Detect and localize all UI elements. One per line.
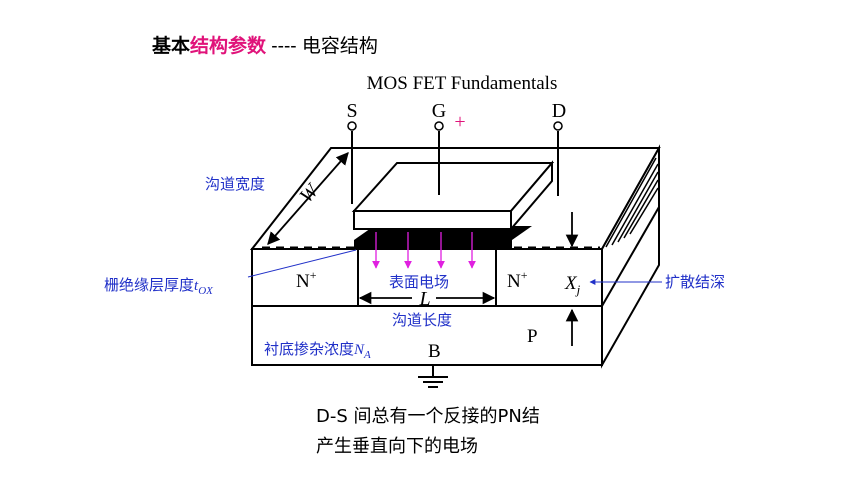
side-hatching [605,157,659,248]
drain-label: D [552,100,566,122]
channel-width-label: 沟道宽度 [205,175,265,193]
slide-title: 基本结构参数 ---- 电容结构 [152,31,378,58]
oxide-leader-line [247,249,357,278]
surface-field-label: 表面电场 [389,273,449,291]
diagram-heading: MOS FET Fundamentals [367,73,558,94]
width-arrow [267,152,349,245]
source-label: S [346,100,357,122]
junction-depth-symbol: Xj [564,273,581,297]
drain-region [495,248,603,307]
gate-electrode [351,160,555,232]
gate-label: G [432,100,446,122]
caption-pn-junction: D-S 间总有一个反接的PN结 [316,406,540,427]
channel-length-label: 沟道长度 [392,311,452,329]
gate-plus-sign: + [454,111,465,133]
title-part-dash: ---- [266,36,302,57]
source-region [251,248,359,307]
title-part-capacitor: 电容结构 [301,35,378,57]
body-terminal-label: B [428,341,441,362]
title-part-basic: 基本 [152,35,191,57]
source-terminal [347,121,357,204]
title-part-params: 结构参数 [190,35,267,57]
oxide-thickness-label: 栅绝缘层厚度tOX [104,276,214,297]
substrate-type-label: P [527,326,538,347]
substrate-doping-label: 衬底掺杂浓度NA [264,340,371,361]
caption-vertical-field: 产生垂直向下的电场 [316,436,478,457]
drain-terminal [553,121,563,196]
gate-oxide-front [354,240,512,249]
length-symbol: L [418,288,430,310]
surface-field-arrows [372,232,476,269]
ground-icon [418,365,448,388]
gate-terminal [434,121,444,195]
junction-depth-label: 扩散结深 [665,273,725,291]
